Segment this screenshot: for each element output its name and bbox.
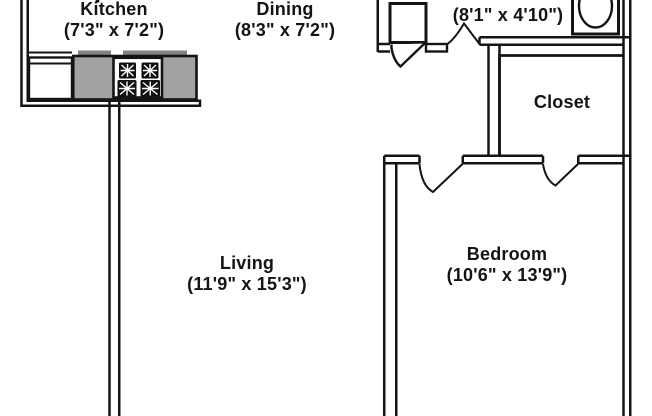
room-dimensions: (8'3" x 7'2"): [234, 20, 336, 40]
bedroom-north-wall: [384, 154, 631, 165]
room-name: Bedroom: [466, 244, 548, 264]
room-name: Bathroom: [453, 0, 563, 5]
stove-burners: [117, 62, 160, 97]
corridor-wall: [487, 46, 501, 156]
kitchen-label: Kitchen (7'3" x 7'2"): [64, 0, 164, 41]
kitchen-wall: [20, 0, 202, 107]
living-label: Living (11'9" x 15'3"): [187, 253, 307, 295]
room-name: Closet: [533, 92, 591, 112]
entry-door-frame: [388, 2, 428, 44]
room-dimensions: (7'3" x 7'2"): [63, 20, 165, 40]
room-name: Living: [219, 253, 275, 273]
kitchen-fixtures: [27, 50, 198, 101]
bathroom-south-wall: [478, 36, 631, 46]
dining-label: Dining (8'3" x 7'2"): [235, 0, 335, 41]
entry-door: [388, 2, 428, 69]
entry-door-leaf: [390, 42, 426, 69]
upper-cabinet-right: [123, 50, 187, 57]
room-name: Kitchen: [80, 0, 148, 19]
upper-cabinet-left: [78, 50, 111, 57]
closet-label: Closet: [534, 92, 590, 113]
room-name: Dining: [256, 0, 314, 19]
burner-flame-icon: [119, 81, 135, 96]
burner-flame-icon: [120, 64, 135, 77]
bathroom-door-swing: [446, 21, 481, 45]
doors: [418, 21, 579, 194]
burner-flame-icon: [142, 81, 159, 96]
room-dimensions: (11'9" x 15'3"): [187, 274, 307, 294]
closet-door-swing: [542, 163, 579, 187]
bedroom-west-wall: [383, 155, 398, 416]
bedroom-label: Bedroom (10'6" x 13'9"): [447, 244, 568, 286]
vestibule-wall: [376, 0, 390, 53]
bathroom-label: Bathroom (8'1" x 4'10"): [453, 0, 563, 26]
room-dimensions: (8'1" x 4'10"): [452, 5, 564, 25]
entry-stub-wall: [424, 42, 449, 53]
closet-wall: [498, 54, 624, 156]
living-west-wall: [108, 100, 121, 416]
room-dimensions: (10'6" x 13'9"): [446, 265, 568, 285]
east-wall: [622, 0, 632, 416]
bathroom-fixtures: [571, 0, 620, 36]
bathtub-basin: [577, 0, 614, 29]
burner-flame-icon: [143, 64, 157, 77]
bedroom-door-swing: [418, 163, 464, 194]
